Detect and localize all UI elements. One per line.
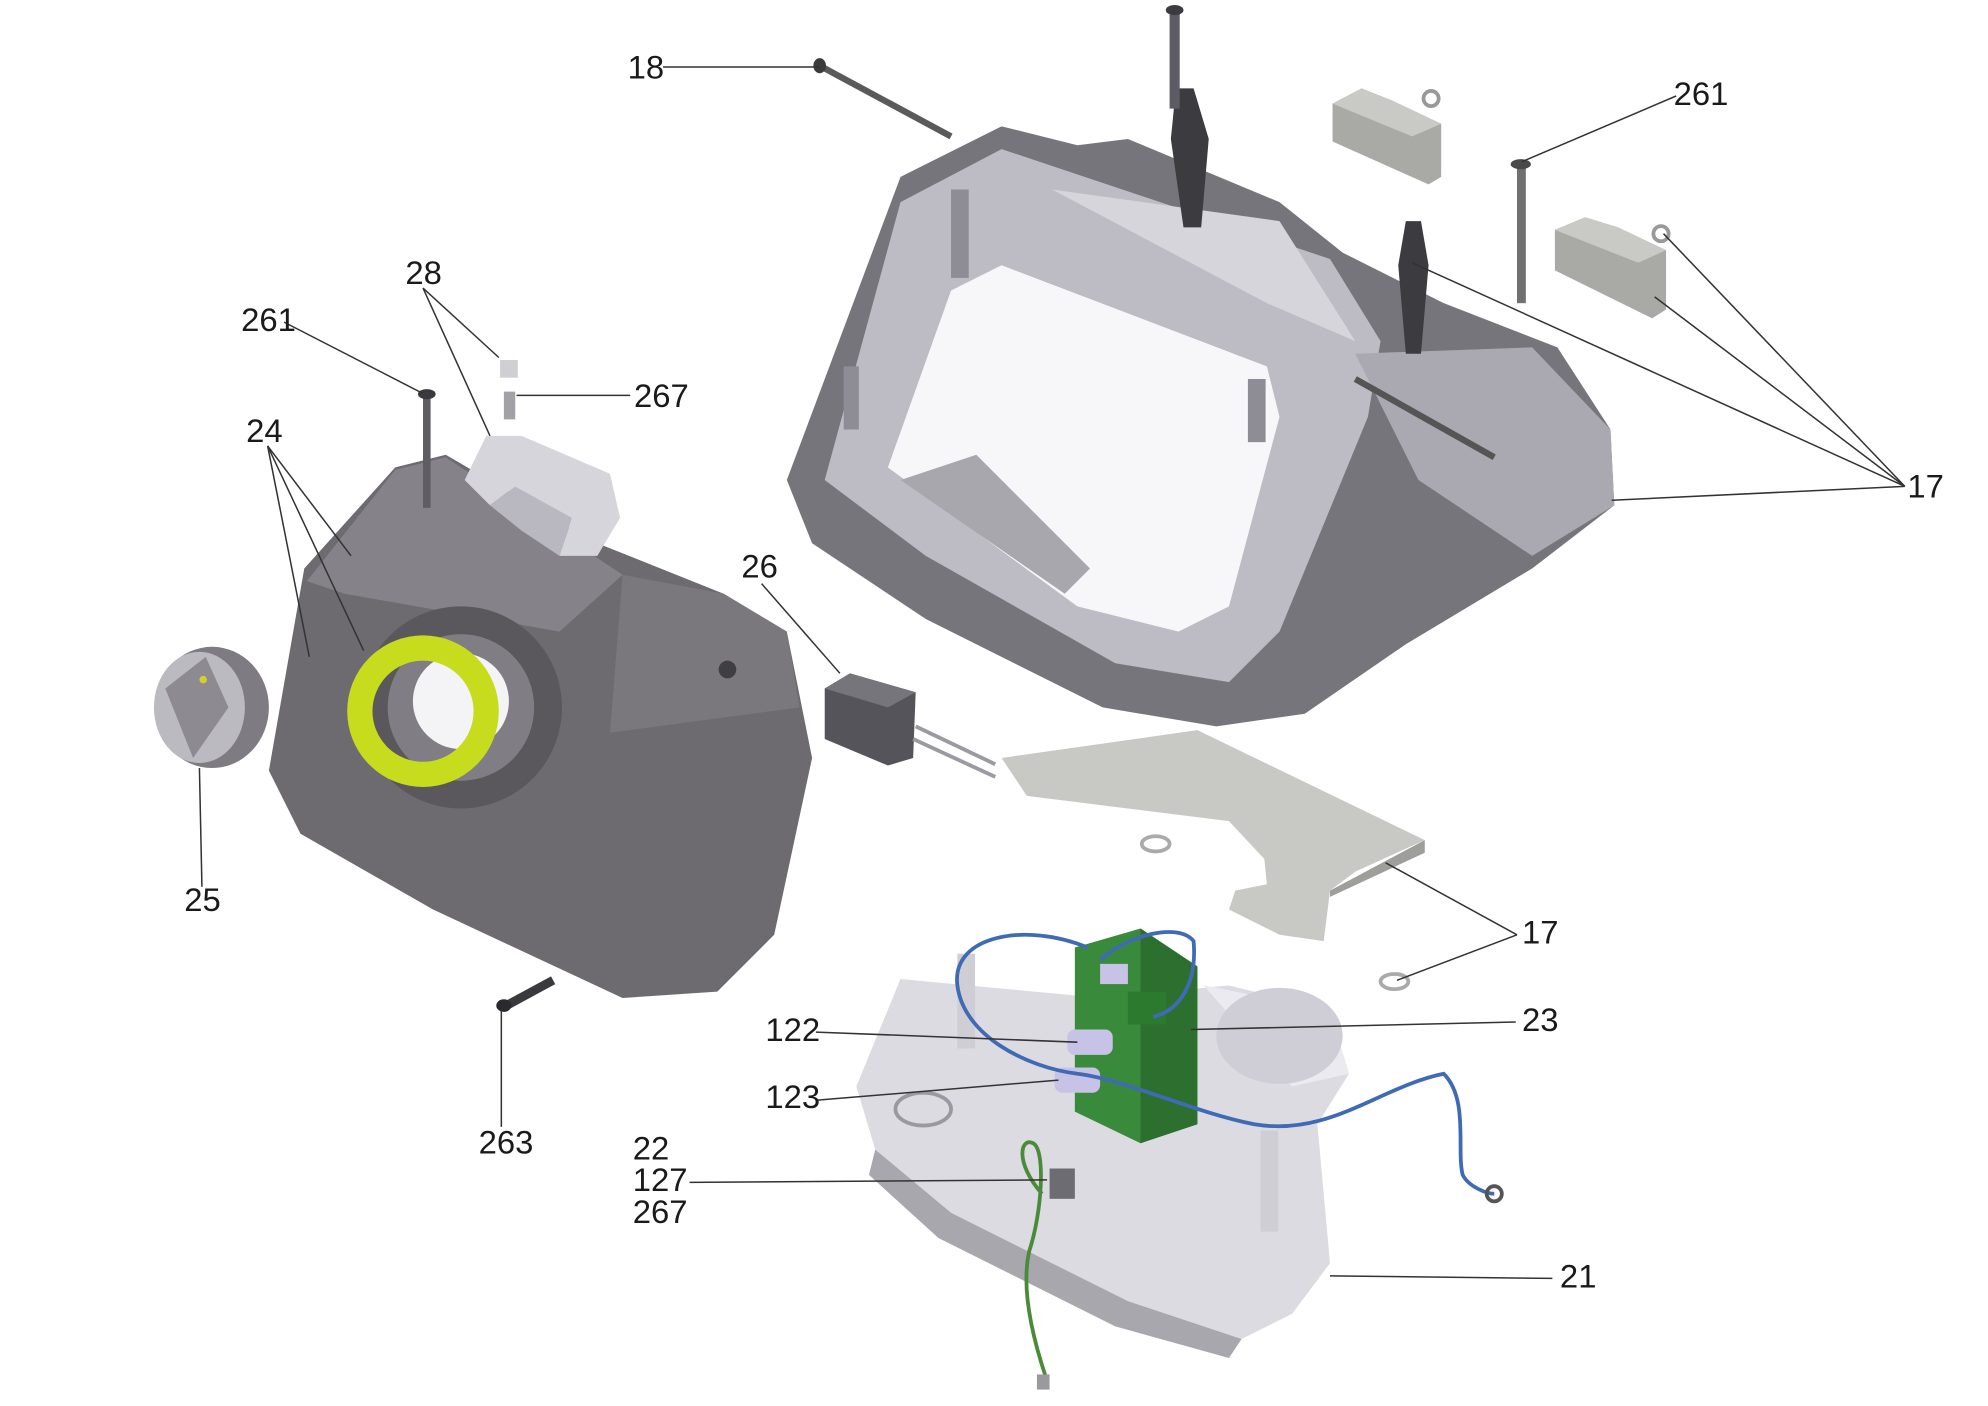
ring-terminal — [1484, 1184, 1504, 1204]
bolt-261-left — [423, 394, 431, 508]
wire-blue — [955, 932, 1495, 1196]
leader-lines — [198, 66, 1906, 1280]
callout-23: 23 — [1522, 1001, 1559, 1038]
washer-17-b — [1651, 224, 1671, 244]
wire-earth — [1020, 1140, 1048, 1378]
callout-17-top: 17 — [1907, 468, 1944, 505]
callout-263: 263 — [479, 1123, 534, 1160]
pcb-23 — [1074, 928, 1198, 1144]
callout-127: 127 — [633, 1161, 688, 1198]
earth-clamp — [1049, 1168, 1075, 1199]
washer-17-d — [1378, 972, 1411, 992]
handle-28 — [464, 435, 621, 556]
callout-26: 26 — [741, 547, 778, 584]
base-housing-21 — [856, 953, 1349, 1358]
washer-17-a — [1421, 89, 1441, 109]
block-17-b — [1554, 217, 1667, 319]
callout-labels: 18 261 17 28 261 267 24 26 25 263 17 23 … — [184, 48, 1944, 1294]
callout-18: 18 — [628, 48, 665, 85]
screw-263 — [496, 976, 556, 1012]
callout-17-bottom: 17 — [1522, 914, 1559, 951]
component-122 — [1067, 1029, 1113, 1055]
callout-21: 21 — [1560, 1257, 1597, 1294]
callout-261-top: 261 — [1674, 75, 1729, 112]
base-plate-17 — [1001, 730, 1425, 942]
spacer-28 — [500, 360, 518, 378]
block-17-a — [1332, 88, 1442, 185]
washer-17-c — [1139, 834, 1172, 854]
callout-123: 123 — [765, 1078, 820, 1115]
earth-terminal — [1036, 1374, 1050, 1390]
bolt-head — [417, 389, 436, 400]
switch-26 — [824, 673, 997, 779]
seal-ring-24 — [347, 635, 499, 788]
wire-blue-2 — [1098, 930, 1196, 1019]
callout-261-left: 261 — [241, 301, 296, 338]
knob-25 — [153, 646, 269, 769]
callout-25: 25 — [184, 881, 221, 918]
callout-22: 22 — [633, 1130, 670, 1167]
callout-24: 24 — [246, 412, 283, 449]
callout-28: 28 — [405, 254, 442, 291]
pin-267-top — [503, 391, 516, 420]
callout-122: 122 — [765, 1011, 820, 1048]
upper-housing — [786, 5, 1615, 727]
callout-267-bottom: 267 — [633, 1193, 688, 1230]
bolt-261-top — [1510, 159, 1531, 304]
screw-18 — [813, 58, 953, 140]
callout-267-top: 267 — [634, 377, 689, 414]
